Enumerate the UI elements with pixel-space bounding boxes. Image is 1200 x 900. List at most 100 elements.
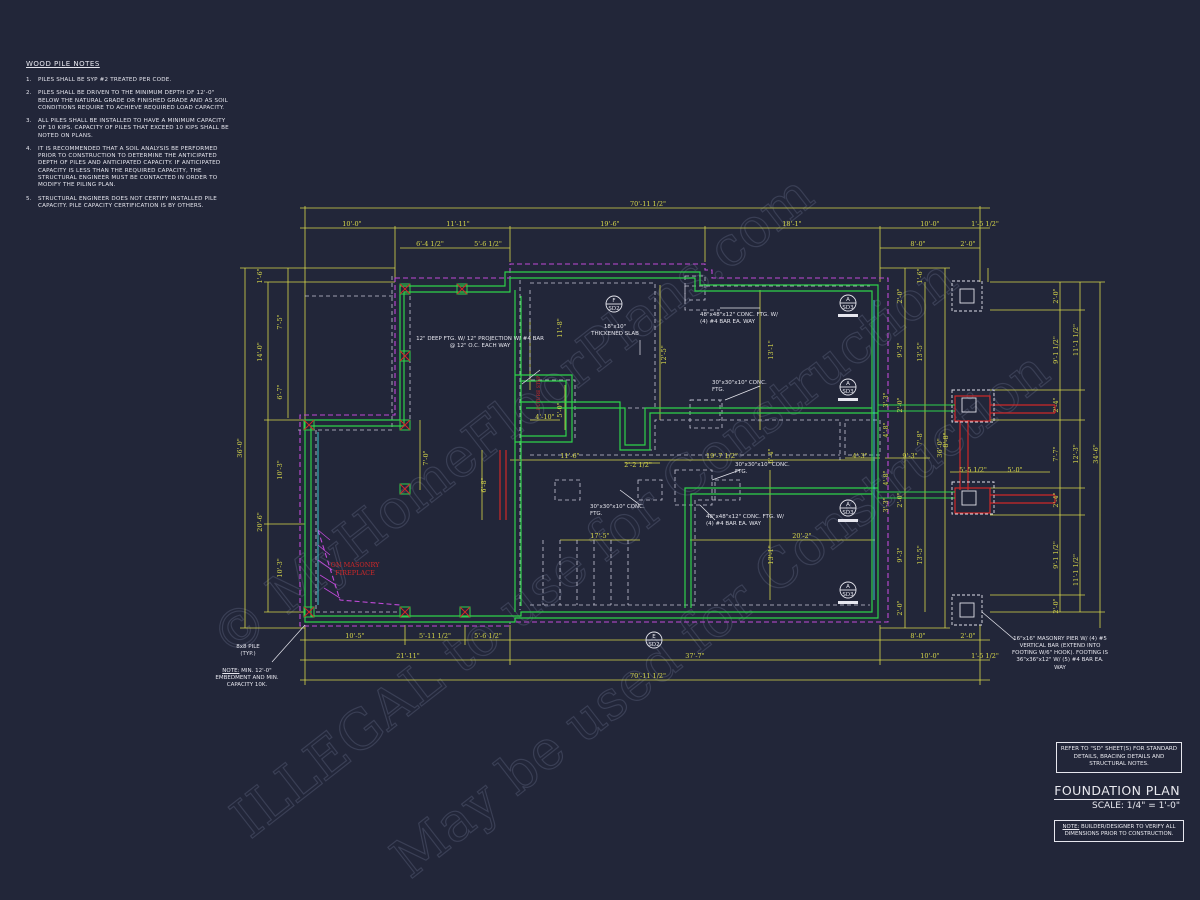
dim-far-right-8: 2'-4": [1052, 492, 1060, 507]
dim-bot-2: 37'-7": [685, 652, 704, 660]
red-labels: ON MASONRY FIREPLACE FUTURE STEP: [330, 376, 542, 577]
dim-topsub-4: 2'-0": [960, 240, 975, 248]
section-f-marker: F SD2: [605, 295, 623, 313]
red-beams: [499, 395, 1056, 520]
dim-int-4: 5'-0": [556, 402, 564, 417]
masonry-pier-lower-mid: [951, 481, 995, 515]
dim-botsub-4: 8'-0": [910, 632, 925, 640]
conc-footing-48-mid-note: 48"x48"x12" CONC. FTG. W/ (4) #4 BAR EA.…: [706, 514, 784, 528]
notes-heading: WOOD PILE NOTES: [26, 60, 100, 68]
dim-right-12: 13'-5": [916, 545, 924, 564]
dim-top-3: 19'-6": [600, 220, 619, 228]
dim-int-3: 4'-10": [535, 413, 554, 421]
note-number: 3.: [26, 118, 32, 125]
section-f-sheet: SD2: [608, 306, 619, 312]
section-a-marker-4: A SD3: [838, 581, 858, 604]
dim-int-8: 6'-4": [767, 448, 775, 463]
future-step-label: FUTURE STEP: [536, 376, 542, 410]
dim-int-17: 7'-0": [422, 450, 430, 465]
drawing-title: FOUNDATION PLAN: [1054, 783, 1180, 800]
leader-lines: [271, 307, 1016, 663]
svg-text:SD3: SD3: [842, 510, 854, 516]
conc-footing-30-b-note: 30"x30"x10" CONC. FTG.: [735, 462, 790, 476]
dim-top-1: 10'-0": [342, 220, 361, 228]
dimension-lines: [240, 206, 1105, 685]
dim-right-7: 7'-8": [916, 430, 924, 445]
dim-right-10: 2'-0": [896, 492, 904, 507]
dim-topsub-1: 6'-4 1/2": [416, 240, 444, 248]
dim-top-2: 11'-11": [446, 220, 470, 228]
dim-right-5: 2'-0": [896, 397, 904, 412]
note-number: 1.: [26, 77, 32, 84]
hidden-footing-lines: [298, 275, 881, 613]
pile-note-text: MIN. 12'-0" EMBEDMENT AND MIN. CAPACITY …: [215, 668, 279, 689]
masonry-pier-bottom: [951, 594, 983, 626]
title-block: FOUNDATION PLAN SCALE: 1/4" = 1'-0": [1040, 780, 1180, 811]
dim-int-18: 6'-8": [480, 477, 488, 492]
masonry-piers: [951, 280, 995, 626]
note-text: STRUCTURAL ENGINEER DOES NOT CERTIFY INS…: [38, 195, 218, 209]
section-a-marker-3: A SD3: [838, 499, 858, 522]
dim-int-7: 19'-7 1/2": [706, 452, 738, 460]
note-item: 1.PILES SHALL BE SYP #2 TREATED PER CODE…: [26, 77, 231, 84]
wood-pile-notes: WOOD PILE NOTES 1.PILES SHALL BE SYP #2 …: [26, 60, 231, 216]
dim-right-11: 9'-3": [896, 547, 904, 562]
section-f-letter: F: [612, 298, 615, 304]
masonry-pier-upper-mid: [951, 389, 995, 423]
dimension-text: 70'-11 1/2" 10'-0" 11'-11" 19'-6" 18'-1"…: [236, 200, 1100, 680]
dim-int-9: 4'-3": [852, 452, 867, 460]
section-a-marker-2: A SD3: [838, 378, 858, 401]
section-markers: F SD2 E SD2 A SD3 A SD3 A SD3: [605, 294, 858, 649]
note-body: BUILDER/DESIGNER TO VERIFY ALL DIMENSION…: [1064, 824, 1176, 838]
dim-int-20: 3'-3": [882, 392, 890, 407]
dim-right-3: 9'-3": [896, 342, 904, 357]
note-number: 2.: [26, 90, 32, 97]
dim-botsub-3: 5'-6 1/2": [474, 632, 502, 640]
piles: [303, 283, 471, 618]
dim-botsub-5: 2'-0": [960, 632, 975, 640]
pier-beams: [878, 404, 955, 499]
svg-text:SD3: SD3: [842, 389, 854, 395]
watermark-layer: © MyHomeFloorPlans.com ILLEGAL to use fo…: [199, 162, 1062, 891]
note-item: 4.IT IS RECOMMENDED THAT A SOIL ANALYSIS…: [26, 146, 231, 190]
annotation-text: 12" DEEP FTG. W/ 12" PROJECTION W/ #4 BA…: [214, 312, 1108, 689]
dim-far-right-10: 11'-1 1/2": [1072, 554, 1080, 586]
dim-int-6: 2'-2 1/2": [624, 461, 652, 469]
dim-left-3: 14'-0": [256, 342, 264, 361]
dim-overall-bottom: 70'-11 1/2": [630, 672, 666, 680]
pile-note: NOTE: MIN. 12'-0" EMBEDMENT AND MIN. CAP…: [214, 668, 280, 689]
fireplace-label: ON MASONRY FIREPLACE: [330, 562, 380, 577]
svg-text:A: A: [846, 381, 850, 387]
pile-9: [459, 606, 471, 618]
verify-dimensions-note: NOTE: BUILDER/DESIGNER TO VERIFY ALL DIM…: [1054, 820, 1184, 843]
dim-int-21: 3'-3": [882, 497, 890, 512]
dim-left-4: 6'-7": [276, 384, 284, 399]
dim-botsub-1: 10'-5": [345, 632, 364, 640]
pile-2: [456, 283, 468, 295]
pile-3: [399, 350, 411, 362]
svg-text:A: A: [846, 584, 850, 590]
note-item: 5.STRUCTURAL ENGINEER DOES NOT CERTIFY I…: [26, 196, 231, 211]
dim-right-13: 2'-0": [896, 600, 904, 615]
dim-top-5: 10'-0": [920, 220, 939, 228]
note-item: 2.PILES SHALL BE DRIVEN TO THE MINIMUM D…: [26, 90, 231, 112]
dim-topsub-3: 8'-0": [910, 240, 925, 248]
conc-footing-30-c-note: 30"x30"x10" CONC. FTG.: [590, 504, 645, 518]
dim-int-5: 11'-6": [560, 452, 579, 460]
slab-outline: [299, 263, 889, 627]
section-e-sheet: SD2: [648, 642, 659, 648]
deep-footing-note: 12" DEEP FTG. W/ 12" PROJECTION W/ #4 BA…: [416, 336, 544, 350]
dim-left-5: 36'-0": [236, 438, 244, 457]
note-label: NOTE:: [1062, 824, 1080, 830]
conc-footing-48-top-note: 48"x48"x12" CONC. FTG. W/ (4) #4 BAR EA.…: [700, 312, 778, 326]
dim-left-2: 7'-5": [276, 314, 284, 329]
dim-far-right-11: 2'-0": [1052, 598, 1060, 613]
dim-right-8: 36'-0": [936, 438, 944, 457]
dim-overall-top: 70'-11 1/2": [630, 200, 666, 208]
conc-footing-30-a-note: 30"x30"x10" CONC. FTG.: [712, 380, 767, 394]
dim-far-right-9: 9'-1 1/2": [1052, 541, 1060, 569]
pile-6: [399, 483, 411, 495]
cyan-lines: [317, 300, 875, 605]
dim-top-4: 18'-1": [782, 220, 801, 228]
dim-int-12: 5'-5 1/2": [959, 466, 987, 474]
